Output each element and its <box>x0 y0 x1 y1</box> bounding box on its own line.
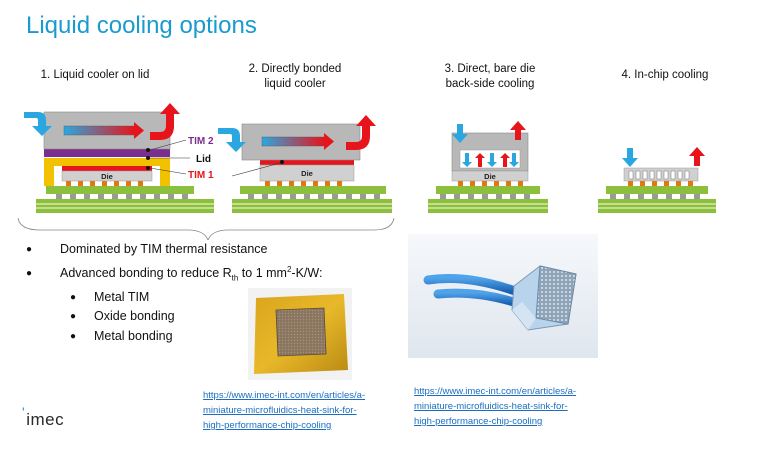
substrate <box>428 199 548 213</box>
substrate <box>598 199 716 213</box>
interposer <box>46 186 194 194</box>
option-3-caption-line-2: back-side cooling <box>445 78 535 90</box>
logo-text: imec <box>26 410 65 429</box>
outlet-arrow-icon <box>150 103 180 140</box>
diagram-1: Die TIM 2 Lid TIM 1 <box>24 103 214 213</box>
reference-link-1[interactable]: https://www.imec-int.com/en/articles/a- … <box>203 388 365 433</box>
option-1-caption-line: 1. Liquid cooler on lid <box>40 69 150 81</box>
bullet-text: Dominated by TIM thermal resistance <box>60 242 268 256</box>
link-line[interactable]: high-performance-chip-cooling <box>414 416 543 427</box>
bullet-text: Advanced bonding to reduce Rth to 1 mm2-… <box>60 260 322 288</box>
cooler <box>241 123 361 161</box>
sub-bullet-text: Oxide bonding <box>94 309 175 324</box>
die <box>451 170 529 182</box>
bullet-subscript: th <box>231 273 239 283</box>
sub-bullet-item: ●Metal bonding <box>22 327 322 347</box>
outlet-arrow-icon <box>689 147 705 166</box>
option-2-caption: 2. Directly bonded liquid cooler <box>240 62 350 92</box>
link-line[interactable]: miniature-microfluidics-heat-sink-for- <box>414 401 568 412</box>
sub-bullet-text: Metal TIM <box>94 289 150 304</box>
diagram-4 <box>598 147 716 213</box>
reference-link-2[interactable]: https://www.imec-int.com/en/articles/a- … <box>414 384 576 429</box>
tim2-layer <box>44 149 170 157</box>
sub-bullet-item: ●Metal TIM <box>22 288 322 308</box>
outlet-arrow-icon <box>346 115 376 150</box>
option-2-caption-line-2: liquid cooler <box>264 78 326 90</box>
link-line[interactable]: https://www.imec-int.com/en/articles/a- <box>203 390 366 401</box>
inlet-arrow-icon <box>622 148 638 167</box>
option-1-caption: 1. Liquid cooler on lid <box>30 68 160 83</box>
chip-photo <box>248 288 352 380</box>
substrate <box>232 199 392 213</box>
substrate-bumps <box>56 194 188 199</box>
die <box>259 164 355 182</box>
die-label: Die <box>484 172 496 181</box>
diagram-3: Die <box>428 121 548 213</box>
link-line[interactable]: https://www.imec-int.com/en/articles/a- <box>414 386 577 397</box>
cooling-diagrams: Die TIM 2 Lid TIM 1 <box>17 103 716 240</box>
outlet-arrow-icon <box>510 121 526 140</box>
tim2-label: TIM 2 <box>188 136 214 147</box>
bullet-text-part: to 1 mm <box>238 265 287 280</box>
option-3-caption: 3. Direct, bare die back-side cooling <box>430 62 550 92</box>
option-4-caption-line: 4. In-chip cooling <box>621 69 709 81</box>
link-line[interactable]: high-performance-chip-cooling <box>203 420 332 431</box>
flow-arrow-icon <box>324 133 334 150</box>
grouping-brace <box>17 217 395 240</box>
inlet-arrow-icon <box>218 128 246 152</box>
microchannels <box>628 170 690 180</box>
tim1-layer <box>62 166 152 171</box>
heat-sink-photo <box>408 234 598 358</box>
lid <box>44 158 170 186</box>
link-line[interactable]: miniature-microfluidics-heat-sink-for- <box>203 405 357 416</box>
bullet-item: ● Advanced bonding to reduce Rth to 1 mm… <box>22 260 322 288</box>
diagram-2: Die <box>218 115 392 213</box>
option-2-caption-line-1: 2. Directly bonded <box>248 63 342 75</box>
bullet-list: ●Dominated by TIM thermal resistance ● A… <box>22 240 322 346</box>
bullet-text-part: -K/W: <box>291 265 323 280</box>
bullet-text-part: Advanced bonding to reduce R <box>60 265 232 280</box>
inlet-arrow-icon <box>452 124 468 143</box>
tim1-layer <box>260 160 354 165</box>
sub-bullet-item: ●Oxide bonding <box>22 307 322 327</box>
page-title: Liquid cooling options <box>26 12 257 39</box>
tim1-label: TIM 1 <box>188 170 214 181</box>
substrate <box>36 199 214 213</box>
flow-arrow-icon <box>134 122 144 139</box>
bullet-superscript: 2 <box>286 264 292 274</box>
option-3-caption-line-1: 3. Direct, bare die <box>444 63 536 75</box>
lid-label: Lid <box>196 154 211 165</box>
option-4-caption: 4. In-chip cooling <box>615 68 715 83</box>
die-label: Die <box>301 169 313 178</box>
bullet-item: ●Dominated by TIM thermal resistance <box>22 240 322 260</box>
die-label: Die <box>101 172 113 181</box>
inlet-arrow-icon <box>24 112 52 136</box>
imec-logo: 'imec <box>22 404 65 429</box>
sub-bullet-text: Metal bonding <box>94 328 173 343</box>
